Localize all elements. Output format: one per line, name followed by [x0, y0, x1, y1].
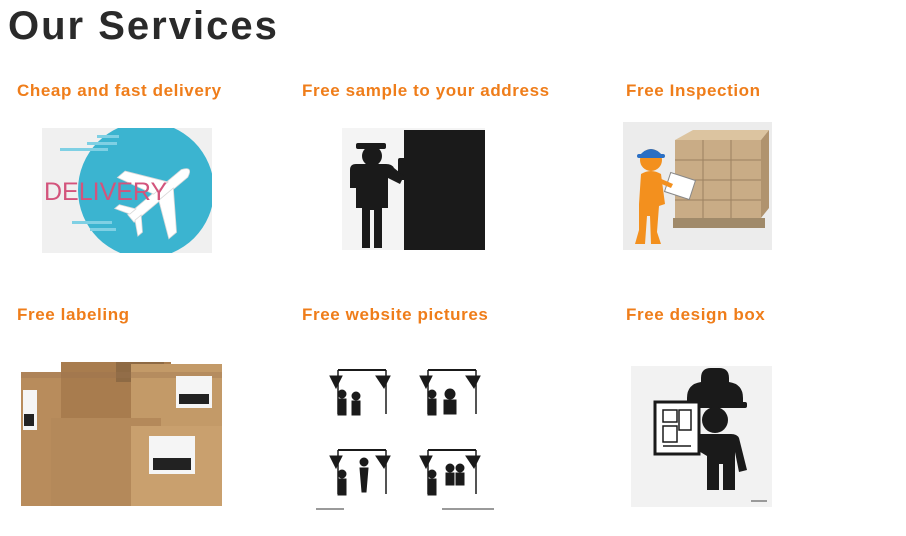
- service-title-inspection: Free Inspection: [626, 81, 761, 100]
- service-title-website-pictures: Free website pictures: [302, 305, 489, 324]
- design-svg: [653, 368, 767, 502]
- service-title-sample: Free sample to your address: [302, 81, 550, 100]
- service-title-labeling: Free labeling: [17, 305, 130, 324]
- labeling-svg: [21, 362, 222, 506]
- service-title-design-box: Free design box: [626, 305, 766, 324]
- delivery-svg: DELIVERY: [44, 128, 212, 253]
- studio-svg: [316, 369, 494, 510]
- inspection-pallet-image: [623, 122, 772, 250]
- delivery-image-text: DELIVERY: [44, 178, 168, 206]
- inspection-svg: [635, 130, 769, 244]
- page-title: Our Services: [8, 4, 279, 48]
- labeled-boxes-image: [21, 362, 222, 506]
- service-title-delivery: Cheap and fast delivery: [17, 81, 222, 100]
- photo-studio-image: [316, 362, 496, 514]
- sample-handover-image: [342, 128, 485, 250]
- design-blueprint-image: [631, 366, 772, 507]
- delivery-airplane-image: DELIVERY: [42, 128, 212, 253]
- sample-svg: [350, 130, 485, 250]
